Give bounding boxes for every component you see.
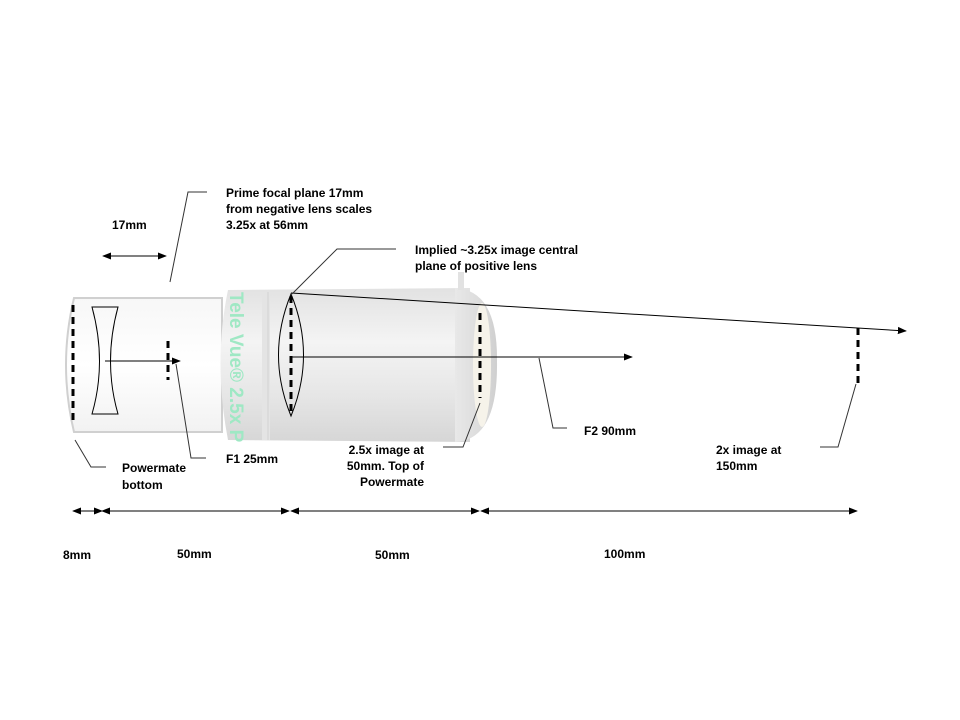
leader-prime-focal xyxy=(169,191,207,283)
powermate-body: Tele Vue® 2.5x P xyxy=(65,272,498,443)
dim-100mm-label: 100mm xyxy=(604,547,645,561)
implied-label: Implied ~3.25x image central plane of po… xyxy=(415,243,578,273)
powermate-bottom-line-2: bottom xyxy=(122,478,163,492)
image-2-5x-line-1: 2.5x image at xyxy=(349,443,424,457)
brand-text: Tele Vue® 2.5x P xyxy=(225,292,246,443)
leader-2-5x xyxy=(443,402,481,448)
leader-powermate-bottom xyxy=(74,439,106,468)
leader-f1 xyxy=(175,363,206,459)
prime-focal-line-1: Prime focal plane 17mm xyxy=(226,186,363,200)
image-2-5x-label: 2.5x image at 50mm. Top of Powermate xyxy=(347,443,425,489)
ray-oblique xyxy=(290,292,907,335)
powermate-bottom-label: Powermate bottom xyxy=(122,461,186,492)
image-2-5x-line-2: 50mm. Top of xyxy=(347,459,425,473)
implied-line-1: Implied ~3.25x image central xyxy=(415,243,578,257)
dim-50mm-a-label: 50mm xyxy=(177,547,212,561)
prime-focal-label: Prime focal plane 17mm from negative len… xyxy=(226,186,372,232)
dim-17mm-label: 17mm xyxy=(112,218,147,232)
image-2x-line-1: 2x image at xyxy=(716,443,781,457)
image-2x-label: 2x image at 150mm xyxy=(716,443,781,473)
leader-implied xyxy=(291,248,396,295)
powermate-bottom-line-1: Powermate xyxy=(122,461,186,475)
f2-label: F2 90mm xyxy=(584,424,636,438)
prime-focal-line-2: from negative lens scales xyxy=(226,202,372,216)
leader-f2 xyxy=(538,357,567,429)
implied-line-2: plane of positive lens xyxy=(415,259,537,273)
leader-2x xyxy=(820,383,857,448)
f1-label: F1 25mm xyxy=(226,452,278,466)
image-2x-line-2: 150mm xyxy=(716,459,757,473)
image-2-5x-line-3: Powermate xyxy=(360,475,424,489)
negative-lens xyxy=(91,306,119,415)
positive-lens xyxy=(278,292,304,418)
dim-50mm-b-label: 50mm xyxy=(375,548,410,562)
dim-8mm-label: 8mm xyxy=(63,548,91,562)
dimension-scale: 8mm 50mm 50mm 100mm xyxy=(63,507,858,562)
prime-focal-line-3: 3.25x at 56mm xyxy=(226,218,308,232)
